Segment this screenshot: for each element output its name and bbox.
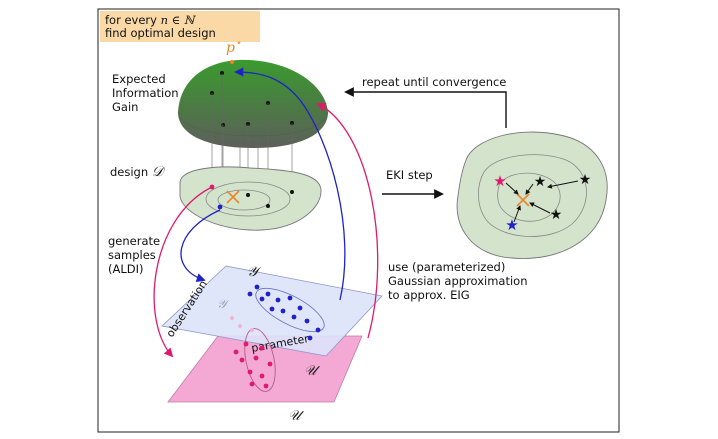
header-line2: find optimal design <box>105 26 216 40</box>
design-domain <box>179 166 322 231</box>
generate-samples-arrow-blue <box>180 209 221 283</box>
faded-samples <box>230 316 254 332</box>
approx-label-line1: use (parameterized) <box>388 260 505 274</box>
samples-label-line3: (ALDI) <box>108 262 144 276</box>
header-line1: for every n ∈ ℕ <box>105 13 197 27</box>
eki-center-cross <box>516 193 530 207</box>
eki-convergence-arrows <box>505 180 579 223</box>
eki-step-label: EKI step <box>386 168 433 182</box>
eig-surface <box>178 59 328 148</box>
design-point-blue <box>217 204 223 210</box>
observation-samples <box>247 284 321 341</box>
design-points <box>246 190 294 208</box>
svg-text:★: ★ <box>550 207 563 223</box>
eig-update-arrow-blue <box>234 67 346 301</box>
star-blue: ★ <box>505 216 518 234</box>
eig-label-line3: Gain <box>112 100 138 114</box>
observation-ellipse <box>255 287 325 333</box>
approx-label-line2: Gaussian approximation <box>388 274 528 288</box>
eig-update-arrow-magenta <box>316 103 379 339</box>
generate-samples-arrow-magenta <box>153 187 211 358</box>
repeat-label: repeat until convergence <box>362 75 506 89</box>
svg-text:★: ★ <box>579 172 592 188</box>
optimum-point <box>230 60 234 64</box>
star-magenta: ★ <box>493 172 506 190</box>
eki-stars: ★ ★ ★ ★ ★ <box>493 172 591 234</box>
design-center-cross <box>226 190 240 204</box>
approx-label-line3: to approx. EIG <box>388 288 470 302</box>
header-highlight <box>100 11 260 42</box>
repeat-arrow <box>344 87 507 128</box>
eig-label-line2: Information <box>112 86 179 100</box>
eig-label-line1: Expected <box>112 72 166 86</box>
svg-text:★: ★ <box>534 174 547 190</box>
design-point-magenta <box>209 184 215 190</box>
optimum-label: p⋆ <box>226 38 241 56</box>
parameter-samples <box>233 341 273 389</box>
samples-label-line2: samples <box>108 248 156 262</box>
design-label: design 𝒟 <box>110 164 166 180</box>
samples-label-line1: generate <box>108 234 160 248</box>
